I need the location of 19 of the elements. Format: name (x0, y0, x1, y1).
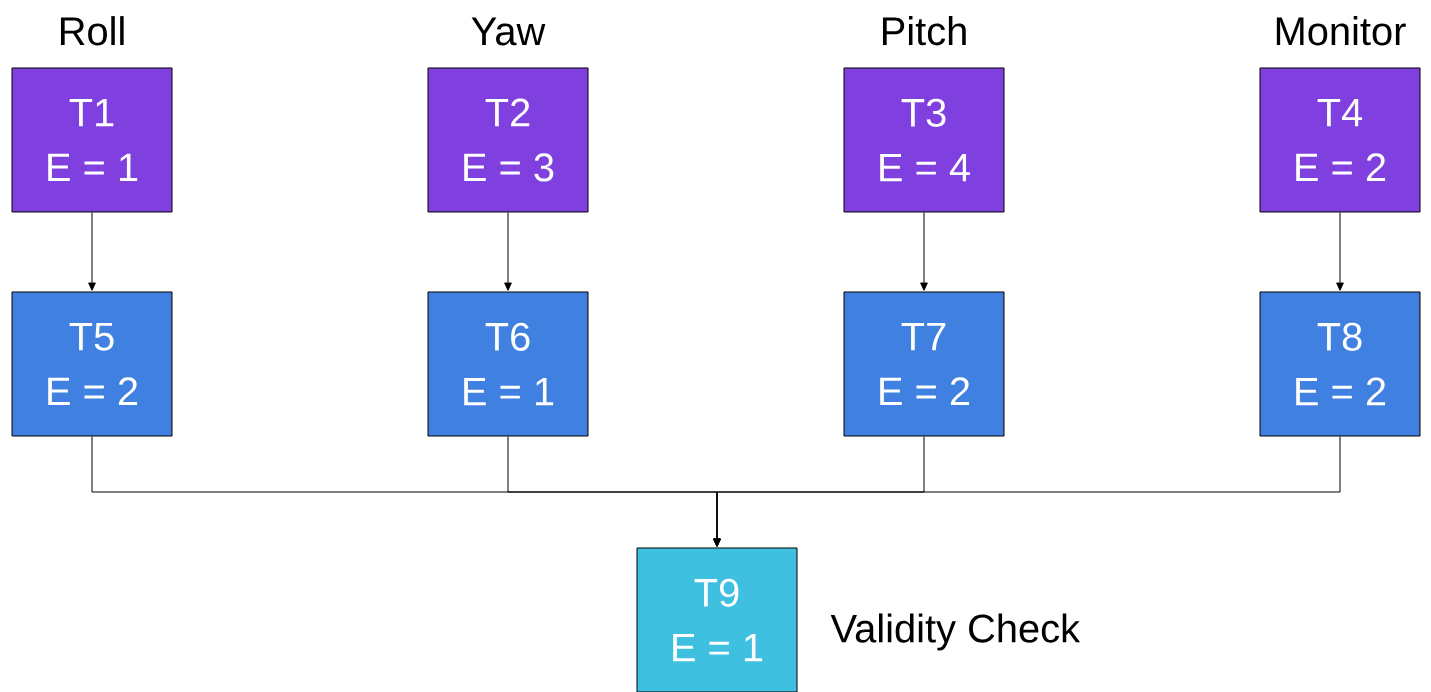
arrow (920, 212, 928, 291)
task-box: T5 E = 2 (11, 291, 173, 437)
task-box: T9 E = 1 (636, 547, 798, 692)
heading: Monitor (1276, 16, 1406, 46)
task-box: T7 E = 2 (843, 291, 1005, 437)
arrow (88, 212, 96, 291)
task-box: T2 E = 3 (427, 67, 589, 213)
arrow (713, 436, 1341, 547)
task-box: T1 E = 1 (11, 67, 173, 213)
heading: Yaw (471, 17, 546, 46)
arrow (504, 212, 512, 291)
task-box: T6 E = 1 (427, 291, 589, 437)
side-note: Validity Check (830, 613, 1081, 651)
heading: Pitch (883, 16, 966, 46)
task-box: T8 E = 2 (1259, 291, 1421, 437)
arrow (1336, 212, 1344, 291)
heading: Roll (60, 16, 124, 46)
task-box: T4 E = 2 (1259, 67, 1421, 213)
task-box: T3 E = 4 (843, 67, 1005, 213)
